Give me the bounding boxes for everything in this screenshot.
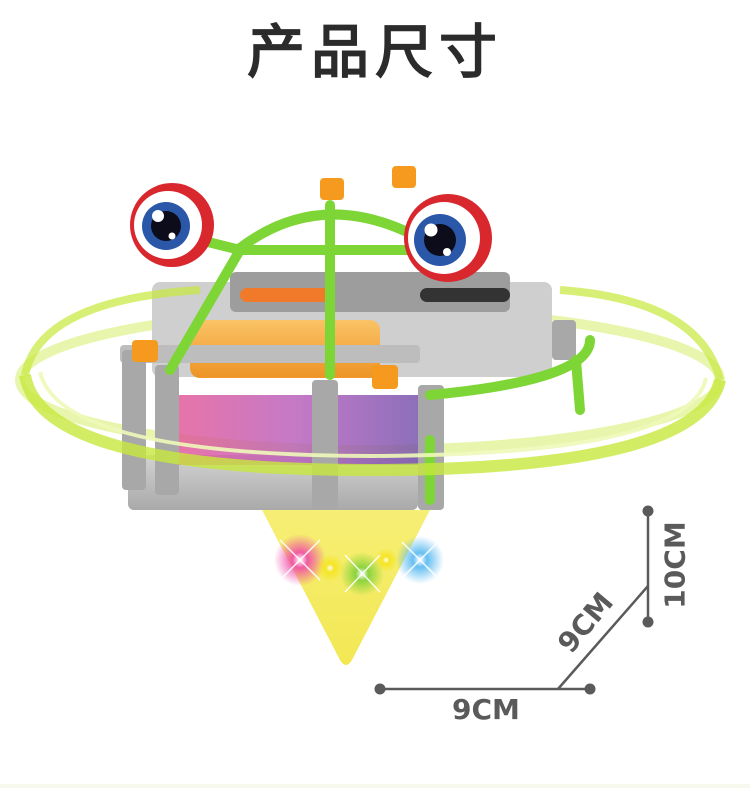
right-eye (404, 194, 492, 282)
product-illustration (15, 166, 726, 665)
bottom-strip (0, 784, 750, 788)
width-label: 9CM (452, 693, 520, 726)
depth-line (557, 585, 649, 690)
width-end-dot (584, 683, 596, 695)
width-start-dot (374, 683, 386, 695)
left-eye (130, 183, 214, 267)
orange-clips (132, 166, 416, 389)
page-title: 产品尺寸 (246, 18, 503, 86)
spin-ring-front (19, 286, 726, 477)
green-frame (165, 200, 595, 505)
height-label: 10CM (658, 521, 692, 609)
light-cone (262, 510, 444, 665)
height-top-dot (642, 505, 654, 517)
height-bottom-dot (642, 616, 654, 628)
